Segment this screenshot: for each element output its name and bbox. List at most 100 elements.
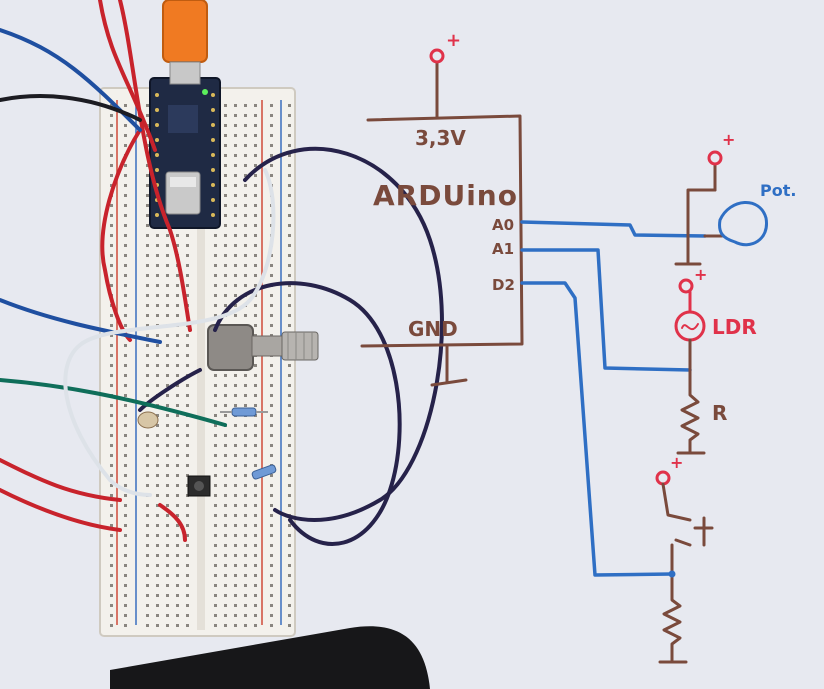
breadboard-hole xyxy=(234,214,237,217)
breadboard-hole xyxy=(234,124,237,127)
breadboard-hole xyxy=(224,254,227,257)
breadboard-hole xyxy=(156,464,159,467)
breadboard-hole xyxy=(224,284,227,287)
breadboard-hole xyxy=(270,454,273,457)
breadboard-hole xyxy=(166,474,169,477)
breadboard-hole xyxy=(124,454,127,457)
breadboard-hole xyxy=(224,554,227,557)
breadboard-hole xyxy=(166,524,169,527)
breadboard-hole xyxy=(110,614,113,617)
breadboard-hole xyxy=(254,204,257,207)
breadboard-hole xyxy=(254,324,257,327)
breadboard-hole xyxy=(224,394,227,397)
breadboard-hole xyxy=(166,344,169,347)
breadboard-hole xyxy=(146,614,149,617)
breadboard-hole xyxy=(214,614,217,617)
pushbutton-component xyxy=(187,475,211,497)
breadboard-hole xyxy=(124,434,127,437)
breadboard-hole xyxy=(156,564,159,567)
breadboard-hole xyxy=(214,304,217,307)
breadboard-hole xyxy=(244,424,247,427)
breadboard-hole xyxy=(234,184,237,187)
breadboard-hole xyxy=(270,564,273,567)
breadboard-hole xyxy=(186,604,189,607)
breadboard-hole xyxy=(124,234,127,237)
breadboard-hole xyxy=(234,394,237,397)
breadboard-hole xyxy=(244,314,247,317)
plus-label-button: + xyxy=(670,453,683,472)
breadboard-hole xyxy=(254,564,257,567)
breadboard-hole xyxy=(124,544,127,547)
breadboard-hole xyxy=(288,574,291,577)
breadboard-hole xyxy=(156,414,159,417)
breadboard-hole xyxy=(110,514,113,517)
breadboard-hole xyxy=(244,244,247,247)
breadboard-hole xyxy=(254,174,257,177)
breadboard-hole xyxy=(234,204,237,207)
breadboard-hole xyxy=(244,104,247,107)
breadboard-hole xyxy=(124,534,127,537)
breadboard-hole xyxy=(186,584,189,587)
breadboard-hole xyxy=(224,164,227,167)
breadboard-hole xyxy=(234,264,237,267)
breadboard-hole xyxy=(288,324,291,327)
breadboard-hole xyxy=(110,544,113,547)
breadboard-hole xyxy=(234,234,237,237)
breadboard-hole xyxy=(224,214,227,217)
breadboard-hole xyxy=(244,144,247,147)
vcc-terminal xyxy=(429,48,445,64)
breadboard-hole xyxy=(186,344,189,347)
breadboard-hole xyxy=(110,214,113,217)
breadboard-hole xyxy=(110,424,113,427)
breadboard-hole xyxy=(224,114,227,117)
breadboard-hole xyxy=(124,384,127,387)
breadboard-hole xyxy=(110,274,113,277)
junction-dot xyxy=(668,570,676,578)
breadboard-hole xyxy=(224,464,227,467)
breadboard-hole xyxy=(166,544,169,547)
breadboard-hole xyxy=(270,414,273,417)
breadboard-hole xyxy=(270,514,273,517)
breadboard-hole xyxy=(224,184,227,187)
breadboard-hole xyxy=(288,524,291,527)
breadboard-hole xyxy=(224,234,227,237)
breadboard-hole xyxy=(244,124,247,127)
breadboard-hole xyxy=(244,264,247,267)
breadboard-hole xyxy=(124,474,127,477)
plus-label-pot: + xyxy=(722,130,735,149)
breadboard-hole xyxy=(176,494,179,497)
breadboard-hole xyxy=(224,444,227,447)
wire-black-1 xyxy=(0,94,142,122)
breadboard-hole xyxy=(234,144,237,147)
breadboard-hole xyxy=(224,624,227,627)
breadboard-hole xyxy=(110,354,113,357)
gnd-bar xyxy=(430,378,468,387)
breadboard-hole xyxy=(270,134,273,137)
breadboard-hole xyxy=(270,384,273,387)
resistor-label: R xyxy=(712,401,727,425)
breadboard-hole xyxy=(146,534,149,537)
breadboard-hole xyxy=(156,614,159,617)
breadboard-hole xyxy=(124,424,127,427)
breadboard-hole xyxy=(270,314,273,317)
breadboard-hole xyxy=(214,454,217,457)
breadboard-hole xyxy=(156,584,159,587)
breadboard-hole xyxy=(124,124,127,127)
breadboard-hole xyxy=(224,194,227,197)
breadboard-hole xyxy=(214,294,217,297)
breadboard-hole xyxy=(124,404,127,407)
breadboard-hole xyxy=(234,564,237,567)
breadboard-hole xyxy=(124,254,127,257)
breadboard-hole xyxy=(124,604,127,607)
breadboard-hole xyxy=(254,264,257,267)
breadboard-hole xyxy=(244,534,247,537)
breadboard-hole xyxy=(110,234,113,237)
breadboard-hole xyxy=(124,194,127,197)
breadboard-hole xyxy=(186,274,189,277)
breadboard-hole xyxy=(244,454,247,457)
breadboard-hole xyxy=(288,414,291,417)
breadboard-hole xyxy=(110,324,113,327)
breadboard-hole xyxy=(166,354,169,357)
breadboard-hole xyxy=(288,564,291,567)
breadboard-hole xyxy=(270,274,273,277)
